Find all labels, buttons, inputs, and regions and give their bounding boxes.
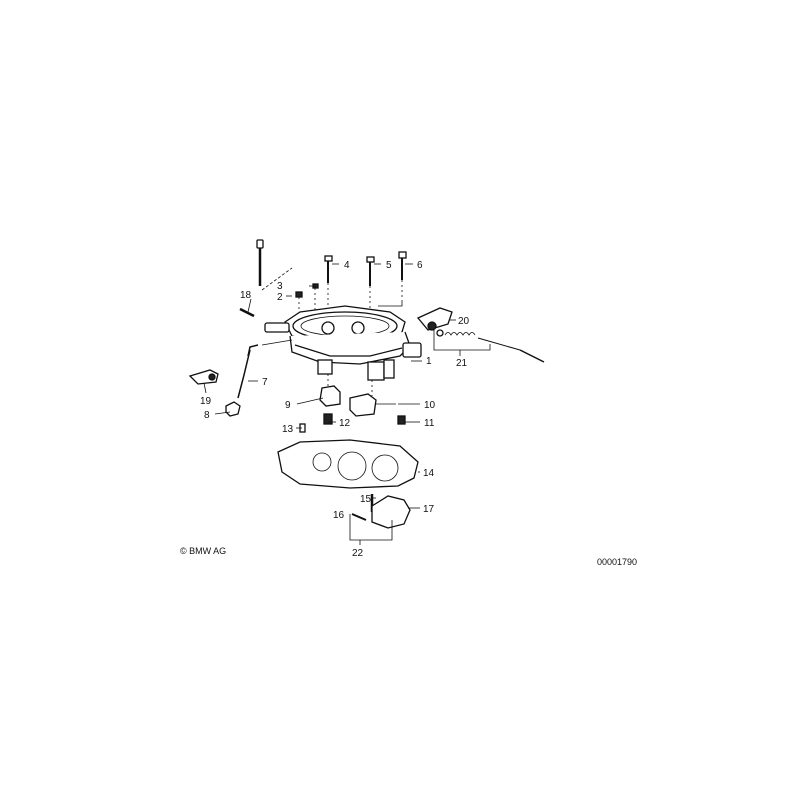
callout-19: 19 [200,396,212,407]
callout-6: 6 [417,260,423,271]
callout-5: 5 [386,260,392,271]
screw-6 [378,251,407,307]
leader-lines [203,263,491,545]
screw-11 [397,415,406,425]
pin-18 [239,307,255,318]
screw-5 [366,256,375,320]
part-12 [323,413,333,425]
callout-11: 11 [424,418,435,429]
callout-8: 8 [204,410,210,421]
carburetor-body [264,305,422,396]
image-number-label: 00001790 [597,557,637,567]
callout-12: 12 [339,418,351,429]
callout-3: 3 [277,281,283,292]
lever-19 [188,369,219,385]
screw-4 [324,255,333,318]
bracket-9 [319,385,341,407]
callout-22: 22 [352,548,364,559]
bracket-10 [349,393,396,417]
lever-20 [416,307,453,331]
callout-2: 2 [277,292,283,303]
linkage-rod-7 [237,339,293,399]
callout-16: 16 [333,510,345,521]
callout-7: 7 [262,377,268,388]
spring-21 [436,329,545,363]
long-bolt [256,239,293,291]
callout-17: 17 [423,504,435,515]
gasket-14 [277,439,419,489]
callout-15: 15 [360,494,372,505]
callout-9: 9 [285,400,291,411]
copyright-label: © BMW AG [180,546,226,556]
callout-21: 21 [456,358,468,369]
callout-4: 4 [344,260,350,271]
callout-20: 20 [458,316,470,327]
callout-14: 14 [423,468,435,479]
callout-18: 18 [240,290,252,301]
callout-10: 10 [424,400,436,411]
callout-1: 1 [426,356,432,367]
pin-16 [351,513,367,521]
callout-13: 13 [282,424,294,435]
nut-8 [225,401,241,417]
cover-17 [371,495,411,529]
